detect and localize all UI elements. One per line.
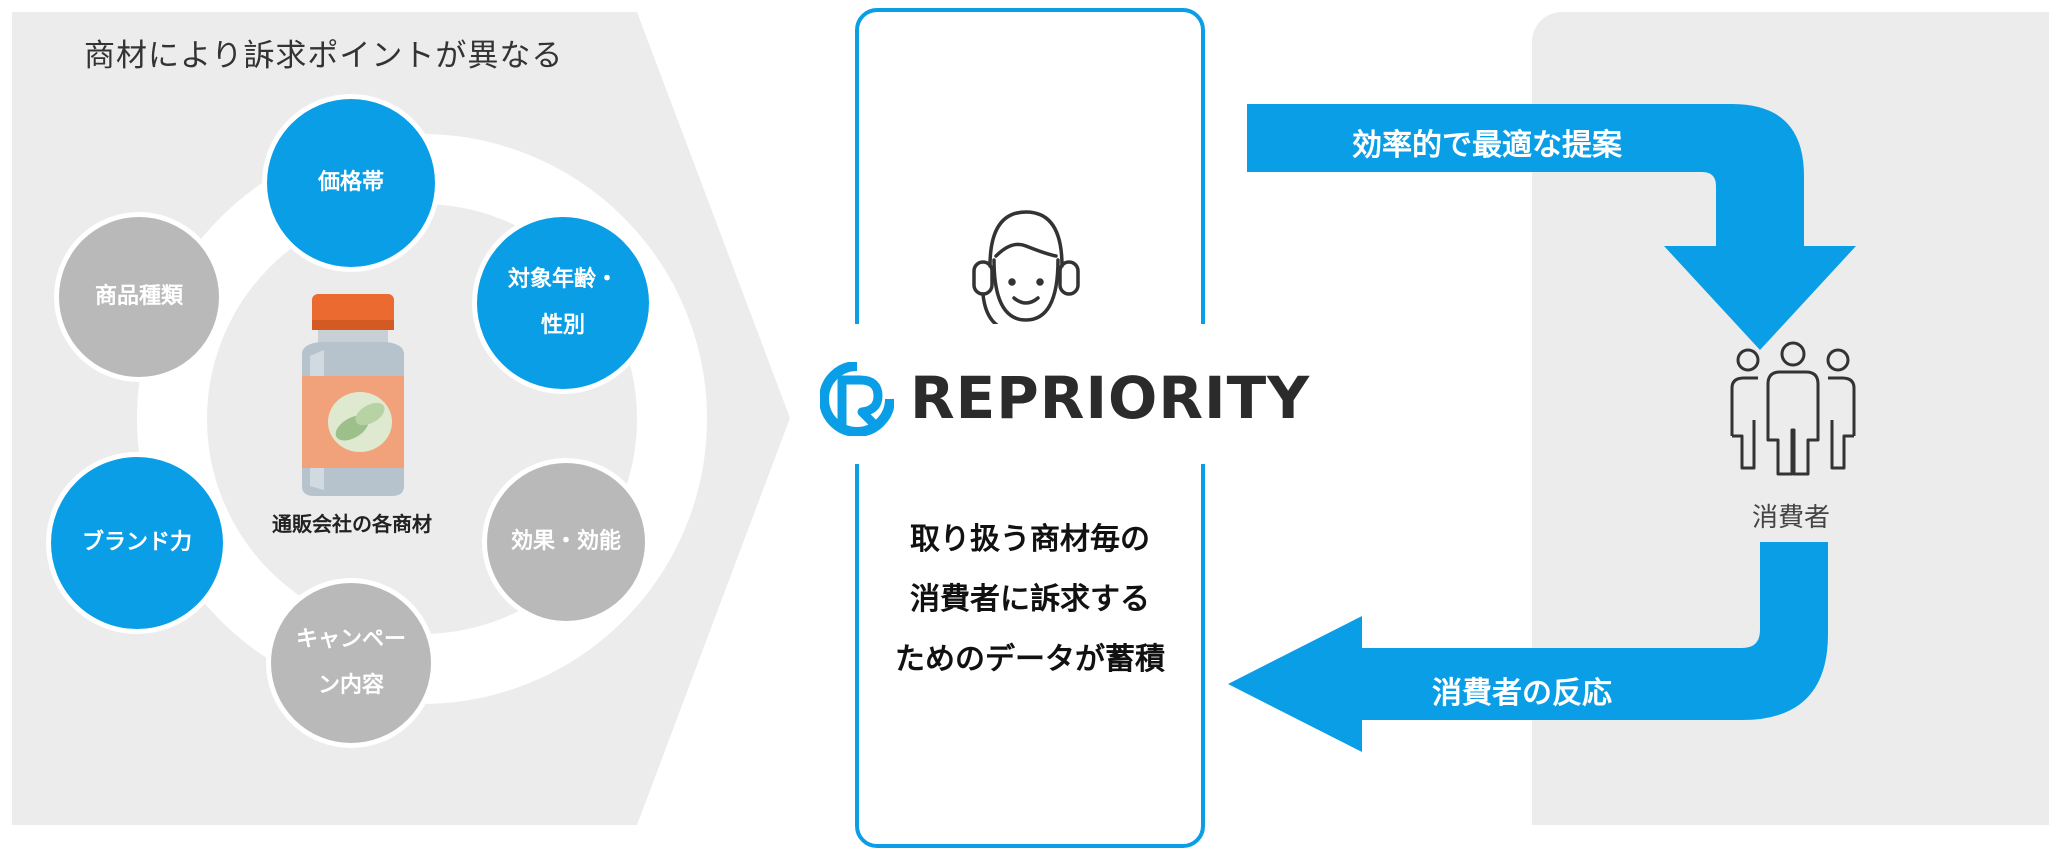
factor-label: 商品種類 xyxy=(94,284,183,309)
brand-name: REPRIORITY xyxy=(910,364,1311,432)
factor-age-gender: 対象年齢・ 性別 xyxy=(472,212,654,394)
bottom-flow-arrow xyxy=(1228,542,1828,752)
repriority-logo-mark xyxy=(820,362,894,436)
factor-campaign: キャンペー ン内容 xyxy=(266,578,436,748)
consumer-label: 消費者 xyxy=(1752,503,1831,533)
factor-label: 対象年齢・ 性別 xyxy=(507,267,618,338)
description-line: ためのデータが蓄積 xyxy=(895,642,1165,677)
accumulation-description: 取り扱う商材毎の 消費者に訴求する ためのデータが蓄積 xyxy=(858,510,1202,690)
top-flow-arrow xyxy=(1247,104,1856,350)
factor-label: キャンペー ン内容 xyxy=(295,627,406,698)
logo-band xyxy=(810,324,1270,464)
feedback-loop-arrows xyxy=(1228,104,1856,752)
factor-product-type: 商品種類 xyxy=(54,212,224,382)
factor-brand-power: ブランド力 xyxy=(46,452,228,634)
left-panel-title: 商材により訴求ポイントが異なる xyxy=(84,38,564,74)
consumers-group-icon xyxy=(1730,341,1856,476)
bottom-arrow-label: 消費者の反応 xyxy=(1432,676,1612,711)
description-line: 取り扱う商材毎の xyxy=(910,522,1150,557)
factor-effect: 効果・効能 xyxy=(482,458,650,626)
factor-label: ブランド力 xyxy=(81,530,192,555)
factor-label: 価格帯 xyxy=(317,170,384,195)
factor-price-range: 価格帯 xyxy=(262,94,440,272)
supplement-bottle-icon xyxy=(302,294,404,496)
center-product-label: 通販会社の各商材 xyxy=(272,512,432,536)
top-arrow-label: 効率的で最適な提案 xyxy=(1352,128,1622,163)
description-line: 消費者に訴求する xyxy=(910,582,1150,617)
factor-label: 効果・効能 xyxy=(510,529,621,554)
